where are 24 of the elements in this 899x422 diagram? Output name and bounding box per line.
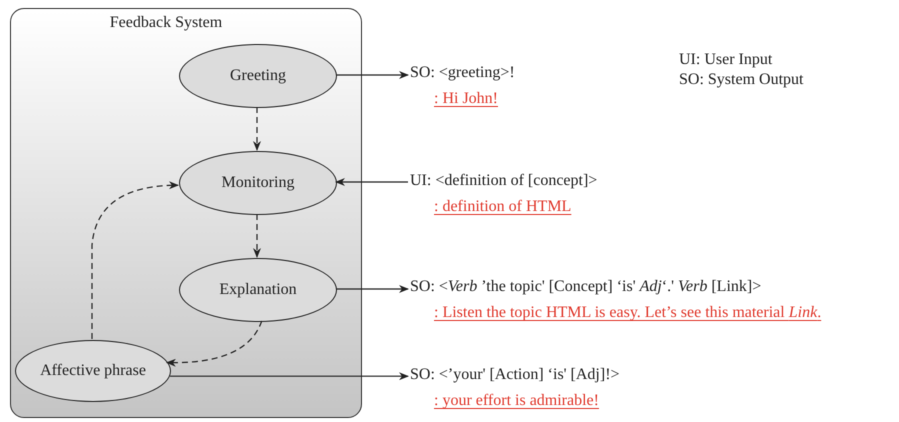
arrow [91,182,179,339]
arrow [336,285,409,293]
state-label: Monitoring [222,173,294,193]
state-label: Greeting [230,66,286,86]
arrow [335,178,408,186]
example-text: : definition of HTML [434,197,572,217]
arrow [166,320,262,367]
abbreviation-note: UI: User Input [679,50,774,70]
output-template: SO: <Verb ’the topic' [Concept] ‘is' Adj‘.' Verb [Link]> [410,277,762,297]
example-text: : Listen the topic HTML is easy. Let’s see this material Link. [434,303,822,323]
arrow [170,372,409,380]
state-label: Explanation [219,280,297,300]
arrow [253,107,261,151]
output-template: UI: <definition of [concept]> [410,171,598,191]
output-template: SO: <’your' [Action] ‘is' [Adj]!> [410,365,620,385]
arrow [336,71,409,79]
arrow [253,214,261,258]
example-text: : Hi John! [434,89,498,109]
container-title: Feedback System [108,13,224,33]
state-label: Affective phrase [40,361,146,381]
output-template: SO: <greeting>! [410,63,515,83]
abbreviation-note: SO: System Output [679,70,804,90]
example-text: : your effort is admirable! [434,391,599,411]
system-container [10,8,362,418]
